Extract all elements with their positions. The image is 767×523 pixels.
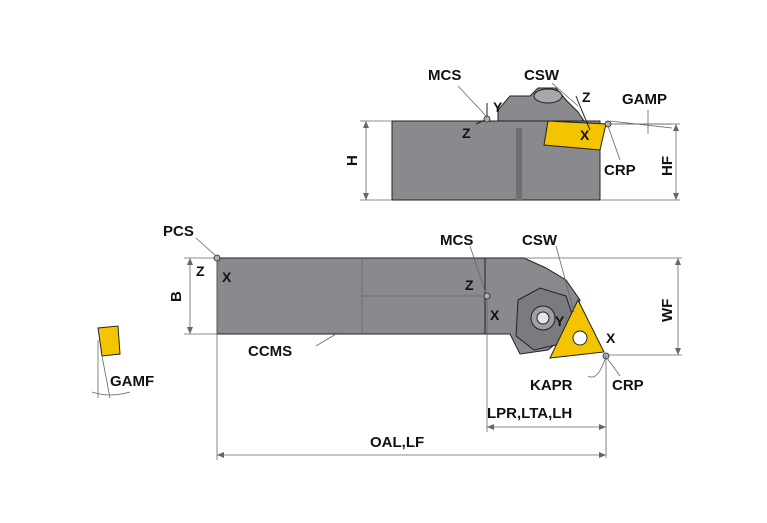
mcs-axis-x: X bbox=[490, 307, 500, 323]
pcs-point bbox=[213, 254, 221, 262]
top-view-clamp-screw bbox=[533, 88, 563, 104]
ccms-label: CCMS bbox=[248, 343, 292, 360]
side-mcs-label: MCS bbox=[440, 232, 473, 249]
top-csw-label: CSW bbox=[524, 67, 560, 84]
csw-axis-x: X bbox=[606, 330, 616, 346]
side-view-screw-inner bbox=[536, 311, 550, 325]
side-view-insert-hole bbox=[572, 330, 588, 346]
top-mcs-point bbox=[483, 115, 491, 123]
top-view-clamp bbox=[497, 87, 585, 122]
gamf-detail: GAMF bbox=[91, 325, 154, 399]
mcs-axis-z: Z bbox=[465, 277, 474, 293]
gamf-insert bbox=[97, 325, 121, 357]
b-label: B bbox=[168, 291, 185, 302]
top-axis-x: X bbox=[580, 127, 590, 143]
lpr-label: LPR,LTA,LH bbox=[487, 405, 572, 422]
top-axis-z-left: Z bbox=[462, 125, 471, 141]
side-crp-label: CRP bbox=[612, 377, 644, 394]
top-view-shank-groove bbox=[516, 128, 522, 200]
top-axis-y: Y bbox=[493, 99, 503, 115]
side-csw-label: CSW bbox=[522, 232, 558, 249]
pcs-axis-x: X bbox=[222, 269, 232, 285]
top-mcs-label: MCS bbox=[428, 67, 461, 84]
top-crp-label: CRP bbox=[604, 162, 636, 179]
wf-label: WF bbox=[659, 299, 676, 322]
top-h-label: H bbox=[344, 155, 361, 166]
side-view-insert bbox=[549, 298, 605, 359]
top-view-insert bbox=[543, 120, 607, 151]
pcs-label: PCS bbox=[163, 223, 194, 240]
kapr-label: KAPR bbox=[530, 377, 573, 394]
oal-label: OAL,LF bbox=[370, 434, 424, 451]
top-hf-label: HF bbox=[659, 156, 676, 176]
pcs-axis-z: Z bbox=[196, 263, 205, 279]
gamf-label: GAMF bbox=[110, 373, 154, 390]
top-axis-z-right: Z bbox=[582, 89, 591, 105]
side-mcs-point bbox=[483, 292, 491, 300]
csw-axis-y: Y bbox=[555, 313, 565, 329]
top-view: MCS CSW GAMP CRP H HF Y Z Z X bbox=[344, 67, 680, 201]
side-view: PCS MCS CSW B WF CCMS KAPR CRP LPR,LTA,L… bbox=[163, 223, 682, 460]
top-gamp-label: GAMP bbox=[622, 91, 667, 108]
